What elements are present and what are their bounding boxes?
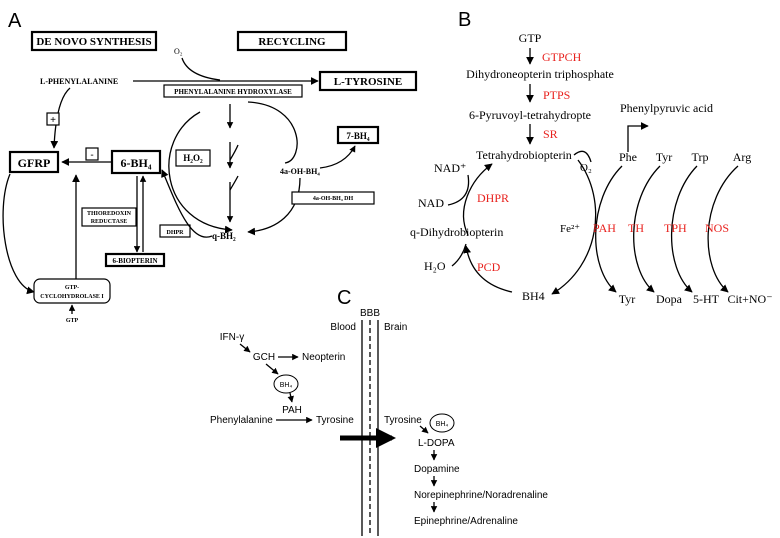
- enzyme-pah: PAH: [593, 221, 616, 235]
- six-biopterin-label: 6-BIOPTERIN: [112, 257, 157, 265]
- panel-a: A DE NOVO SYNTHESIS RECYCLING O₂ L-PHENY…: [2, 10, 418, 324]
- enzyme-tph: TPH: [664, 221, 687, 235]
- panel-c-label: C: [337, 287, 351, 309]
- c-tyrosine-right-label: Tyrosine: [384, 415, 422, 426]
- b-o2-label: O₂: [580, 162, 592, 174]
- thioredoxin-label-2: REDUCTASE: [91, 219, 128, 225]
- enzyme-nos: NOS: [705, 221, 729, 235]
- panel-c: C BBB Blood Brain IFN-γ GCH Neopterin BH…: [210, 287, 548, 536]
- nad-plus-label: NAD⁺: [434, 161, 466, 175]
- phenylalanine-hydroxylase-label: PHENYLALANINE HYDROXYLASE: [174, 88, 292, 96]
- product-cit-no: Cit+NO⁻: [727, 292, 772, 306]
- neopterin-label: Neopterin: [302, 352, 345, 363]
- minus-sign: -: [90, 150, 93, 161]
- ifn-gamma-label: IFN-γ: [220, 332, 244, 343]
- c-bh4-left-label: BH₄: [280, 382, 293, 389]
- bbb-label: BBB: [360, 308, 380, 319]
- c-bh4-right-label: BH₄: [436, 421, 449, 428]
- gtpch-label: GTPCH: [542, 50, 582, 64]
- recycling-header: RECYCLING: [258, 36, 326, 48]
- b-gtp-label: GTP: [519, 31, 542, 45]
- de-novo-header: DE NOVO SYNTHESIS: [36, 36, 151, 48]
- six-bh4-label: 6-BH₄: [121, 156, 152, 170]
- substrate-trp: Trp: [692, 150, 709, 164]
- product-tyr: Tyr: [619, 292, 636, 306]
- tetrahydrobiopterin-label: Tetrahydrobiopterin: [476, 148, 572, 162]
- gfrp-label: GFRP: [18, 156, 51, 170]
- epinephrine-label: Epinephrine/Adrenaline: [414, 516, 518, 527]
- h2o2-label: H₂O₂: [183, 153, 203, 163]
- l-tyrosine-label: L-TYROSINE: [334, 76, 402, 88]
- sr-label: SR: [543, 127, 558, 141]
- gtp-cyclo-label-1: GTP-: [65, 285, 79, 291]
- c-phenylalanine-label: Phenylalanine: [210, 415, 273, 426]
- q-dihydrobiopterin-label: q-Dihydrobiopterin: [410, 225, 503, 239]
- a-o2-label: O₂: [174, 47, 183, 56]
- pyruvoyl-label: 6-Pyruvoyl-tetrahydropte: [469, 108, 591, 122]
- norepinephrine-label: Norepinephrine/Noradrenaline: [414, 490, 548, 501]
- product-dopa: Dopa: [656, 292, 683, 306]
- seven-bh4-label: 7-BH₄: [346, 131, 370, 141]
- four-a-dh-label: 4a-OH-BH₄ DH: [313, 196, 354, 202]
- panel-a-label: A: [8, 10, 22, 32]
- four-a-oh-bh4-label: 4a-OH-BH₄: [280, 167, 320, 176]
- c-bh4-ellipse-left: [273, 374, 299, 394]
- substrate-phe: Phe: [619, 150, 637, 164]
- blood-label: Blood: [330, 322, 356, 333]
- panel-b: B GTP GTPCH Dihydroneopterin triphosphat…: [410, 9, 773, 306]
- gch-label: GCH: [253, 352, 275, 363]
- h2o-label: H₂O: [424, 259, 446, 273]
- thioredoxin-label-1: THIOREDOXIN: [87, 211, 132, 217]
- b-dhpr-label: DHPR: [477, 191, 509, 205]
- a-gtp-label: GTP: [66, 318, 79, 324]
- panel-b-label: B: [458, 9, 471, 31]
- pcd-label: PCD: [477, 260, 501, 274]
- a-dhpr-label: DHPR: [167, 230, 185, 236]
- plus-sign: +: [50, 115, 56, 126]
- dihydroneopterin-label: Dihydroneopterin triphosphate: [466, 67, 614, 81]
- substrate-arg: Arg: [733, 150, 751, 164]
- gtp-cyclo-label-2: CYCLOHYDROLASE I: [40, 294, 104, 300]
- c-tyrosine-left-label: Tyrosine: [316, 415, 354, 426]
- c-pah-label: PAH: [282, 405, 302, 416]
- product-5ht: 5-HT: [693, 292, 720, 306]
- nad-label: NAD: [418, 196, 444, 210]
- c-bh4-ellipse-right: [429, 413, 455, 433]
- l-dopa-label: L-DOPA: [418, 438, 455, 449]
- b-bh4-label: BH4: [522, 289, 545, 303]
- q-bh2-label: q-BH₂: [212, 231, 236, 241]
- l-phenylalanine-label: L-PHENYLALANINE: [40, 77, 118, 86]
- phenylpyruvic-label: Phenylpyruvic acid: [620, 101, 713, 115]
- enzyme-th: TH: [628, 221, 644, 235]
- dopamine-label: Dopamine: [414, 464, 460, 475]
- fe2-label: Fe²⁺: [560, 223, 580, 235]
- ptps-label: PTPS: [543, 88, 570, 102]
- substrate-tyr: Tyr: [656, 150, 673, 164]
- brain-label: Brain: [384, 322, 407, 333]
